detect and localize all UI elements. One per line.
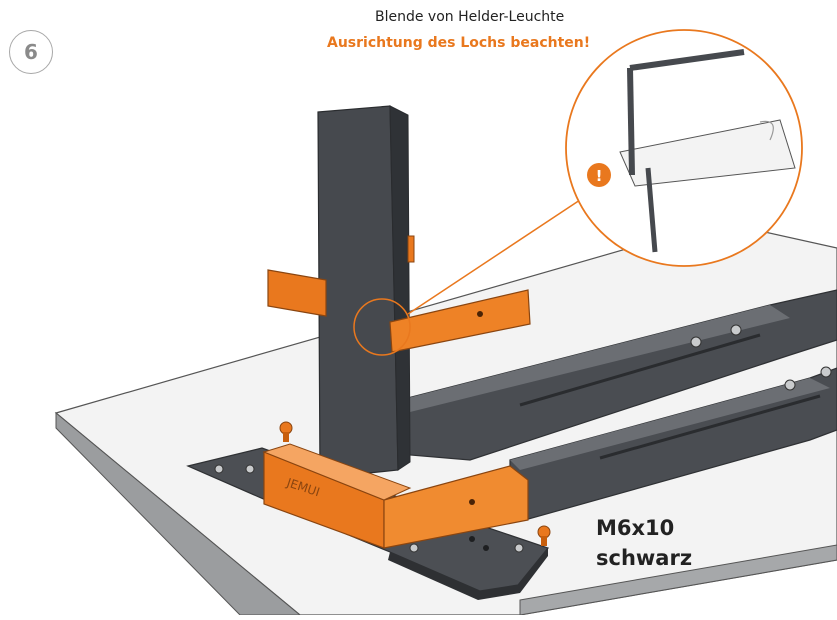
base-bracket: JEMUI	[262, 443, 529, 549]
screw-size: M6x10	[596, 516, 675, 540]
desk-column	[317, 105, 411, 479]
step-number-badge: 6	[9, 30, 53, 74]
screw-color: schwarz	[596, 546, 693, 570]
warning-note: Ausrichtung des Lochs beachten!	[327, 35, 591, 51]
light-cover-blende	[267, 235, 531, 353]
frame-rails	[399, 289, 837, 521]
part-label: Blende von Helder-Leuchte	[375, 9, 565, 25]
exclamation-icon: !	[596, 167, 603, 185]
screw-spec: M6x10 schwarz	[596, 513, 692, 573]
screws	[279, 421, 551, 546]
detail-callout: !	[353, 29, 803, 356]
